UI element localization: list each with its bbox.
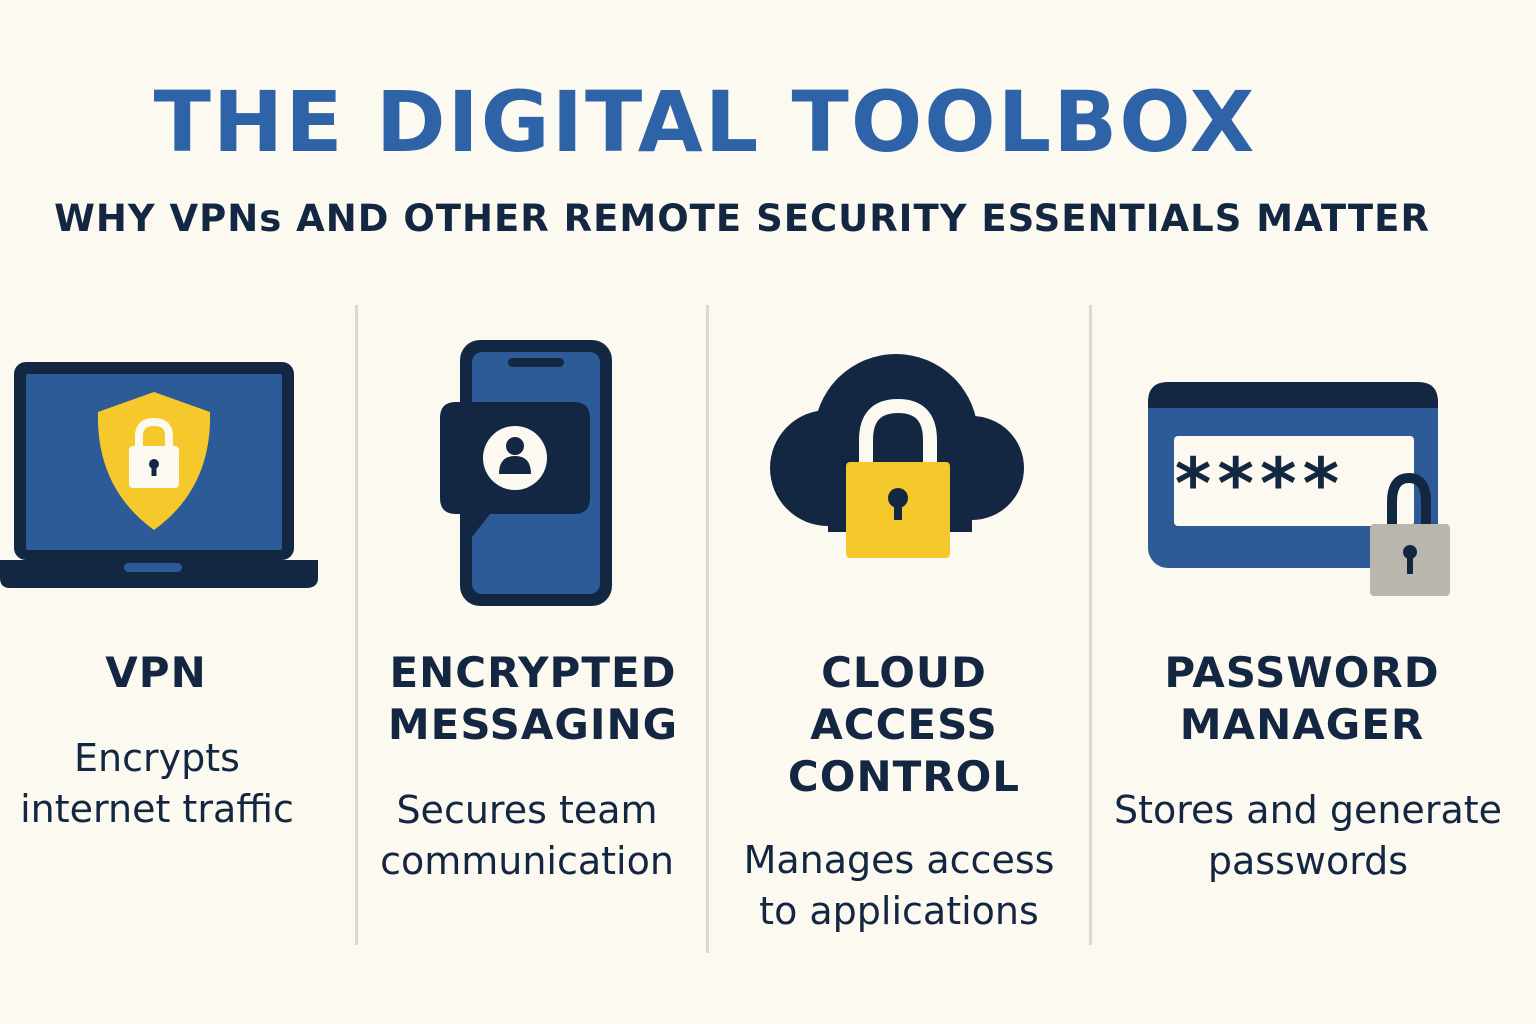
laptop-shield-lock-icon xyxy=(0,362,318,588)
tool-heading-vpn: VPN xyxy=(105,648,207,697)
phone-message-icon xyxy=(440,340,612,606)
password-field-lock-icon: **** xyxy=(1148,382,1450,596)
masked-password-text: **** xyxy=(1175,443,1345,525)
tool-heading-cloud-access-control: CLOUD ACCESS CONTROL xyxy=(787,648,1021,801)
tool-heading-encrypted-messaging: ENCRYPTED MESSAGING xyxy=(387,648,679,749)
tool-description-encrypted-messaging: Secures team communication xyxy=(380,788,674,883)
tool-description-vpn: Encrypts internet traffic xyxy=(20,736,294,831)
column-divider xyxy=(355,305,358,945)
tool-description-password-manager: Stores and generate passwords xyxy=(1113,788,1503,883)
cloud-lock-icon xyxy=(770,354,1024,558)
page-title: THE DIGITAL TOOLBOX xyxy=(153,73,1257,171)
page-subtitle: WHY VPNs AND OTHER REMOTE SECURITY ESSEN… xyxy=(54,197,1430,240)
column-divider xyxy=(1089,305,1092,945)
tool-heading-password-manager: PASSWORD MANAGER xyxy=(1164,648,1440,749)
column-divider xyxy=(706,305,709,953)
tool-description-cloud-access-control: Manages access to applications xyxy=(743,838,1055,933)
